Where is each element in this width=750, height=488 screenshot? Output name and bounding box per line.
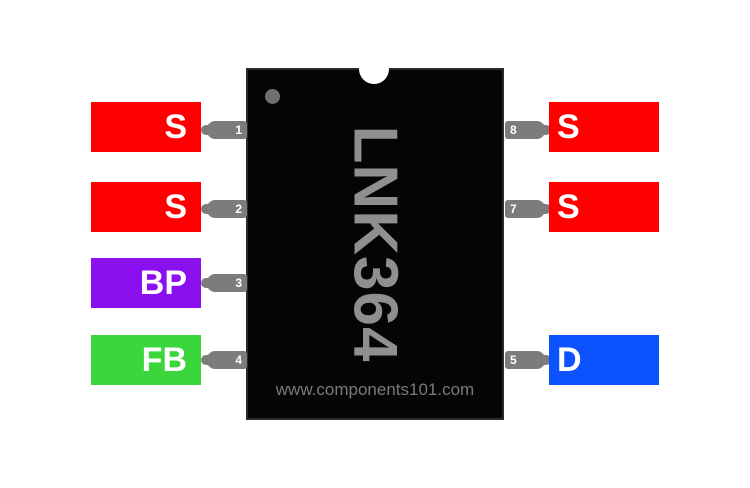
pin-8-number: 8 <box>510 123 517 137</box>
pin-4: 4 <box>201 351 247 369</box>
pin-4-label: FB <box>91 335 201 385</box>
pin-1: 1 <box>201 121 247 139</box>
pin-1-label: S <box>91 102 201 152</box>
pin-2: 2 <box>201 200 247 218</box>
pin-4-number: 4 <box>235 353 242 367</box>
ic-package <box>246 68 504 420</box>
pin-2-number: 2 <box>235 202 242 216</box>
pin-5-number: 5 <box>510 353 517 367</box>
pin1-indicator-dot <box>265 89 280 104</box>
pin-7: 7 <box>505 200 551 218</box>
pin-3-number: 3 <box>235 276 242 290</box>
pin-8: 8 <box>505 121 551 139</box>
pin-5: 5 <box>505 351 551 369</box>
pin-7-number: 7 <box>510 202 517 216</box>
package-notch <box>359 54 389 84</box>
pin-8-label: S <box>549 102 659 152</box>
part-number-label: LNK364 <box>340 125 410 363</box>
pin-1-number: 1 <box>235 123 242 137</box>
pin-3-label: BP <box>91 258 201 308</box>
website-label: www.components101.com <box>275 380 475 399</box>
pin-3: 3 <box>201 274 247 292</box>
pin-7-label: S <box>549 182 659 232</box>
pin-2-label: S <box>91 182 201 232</box>
pin-5-label: D <box>549 335 659 385</box>
